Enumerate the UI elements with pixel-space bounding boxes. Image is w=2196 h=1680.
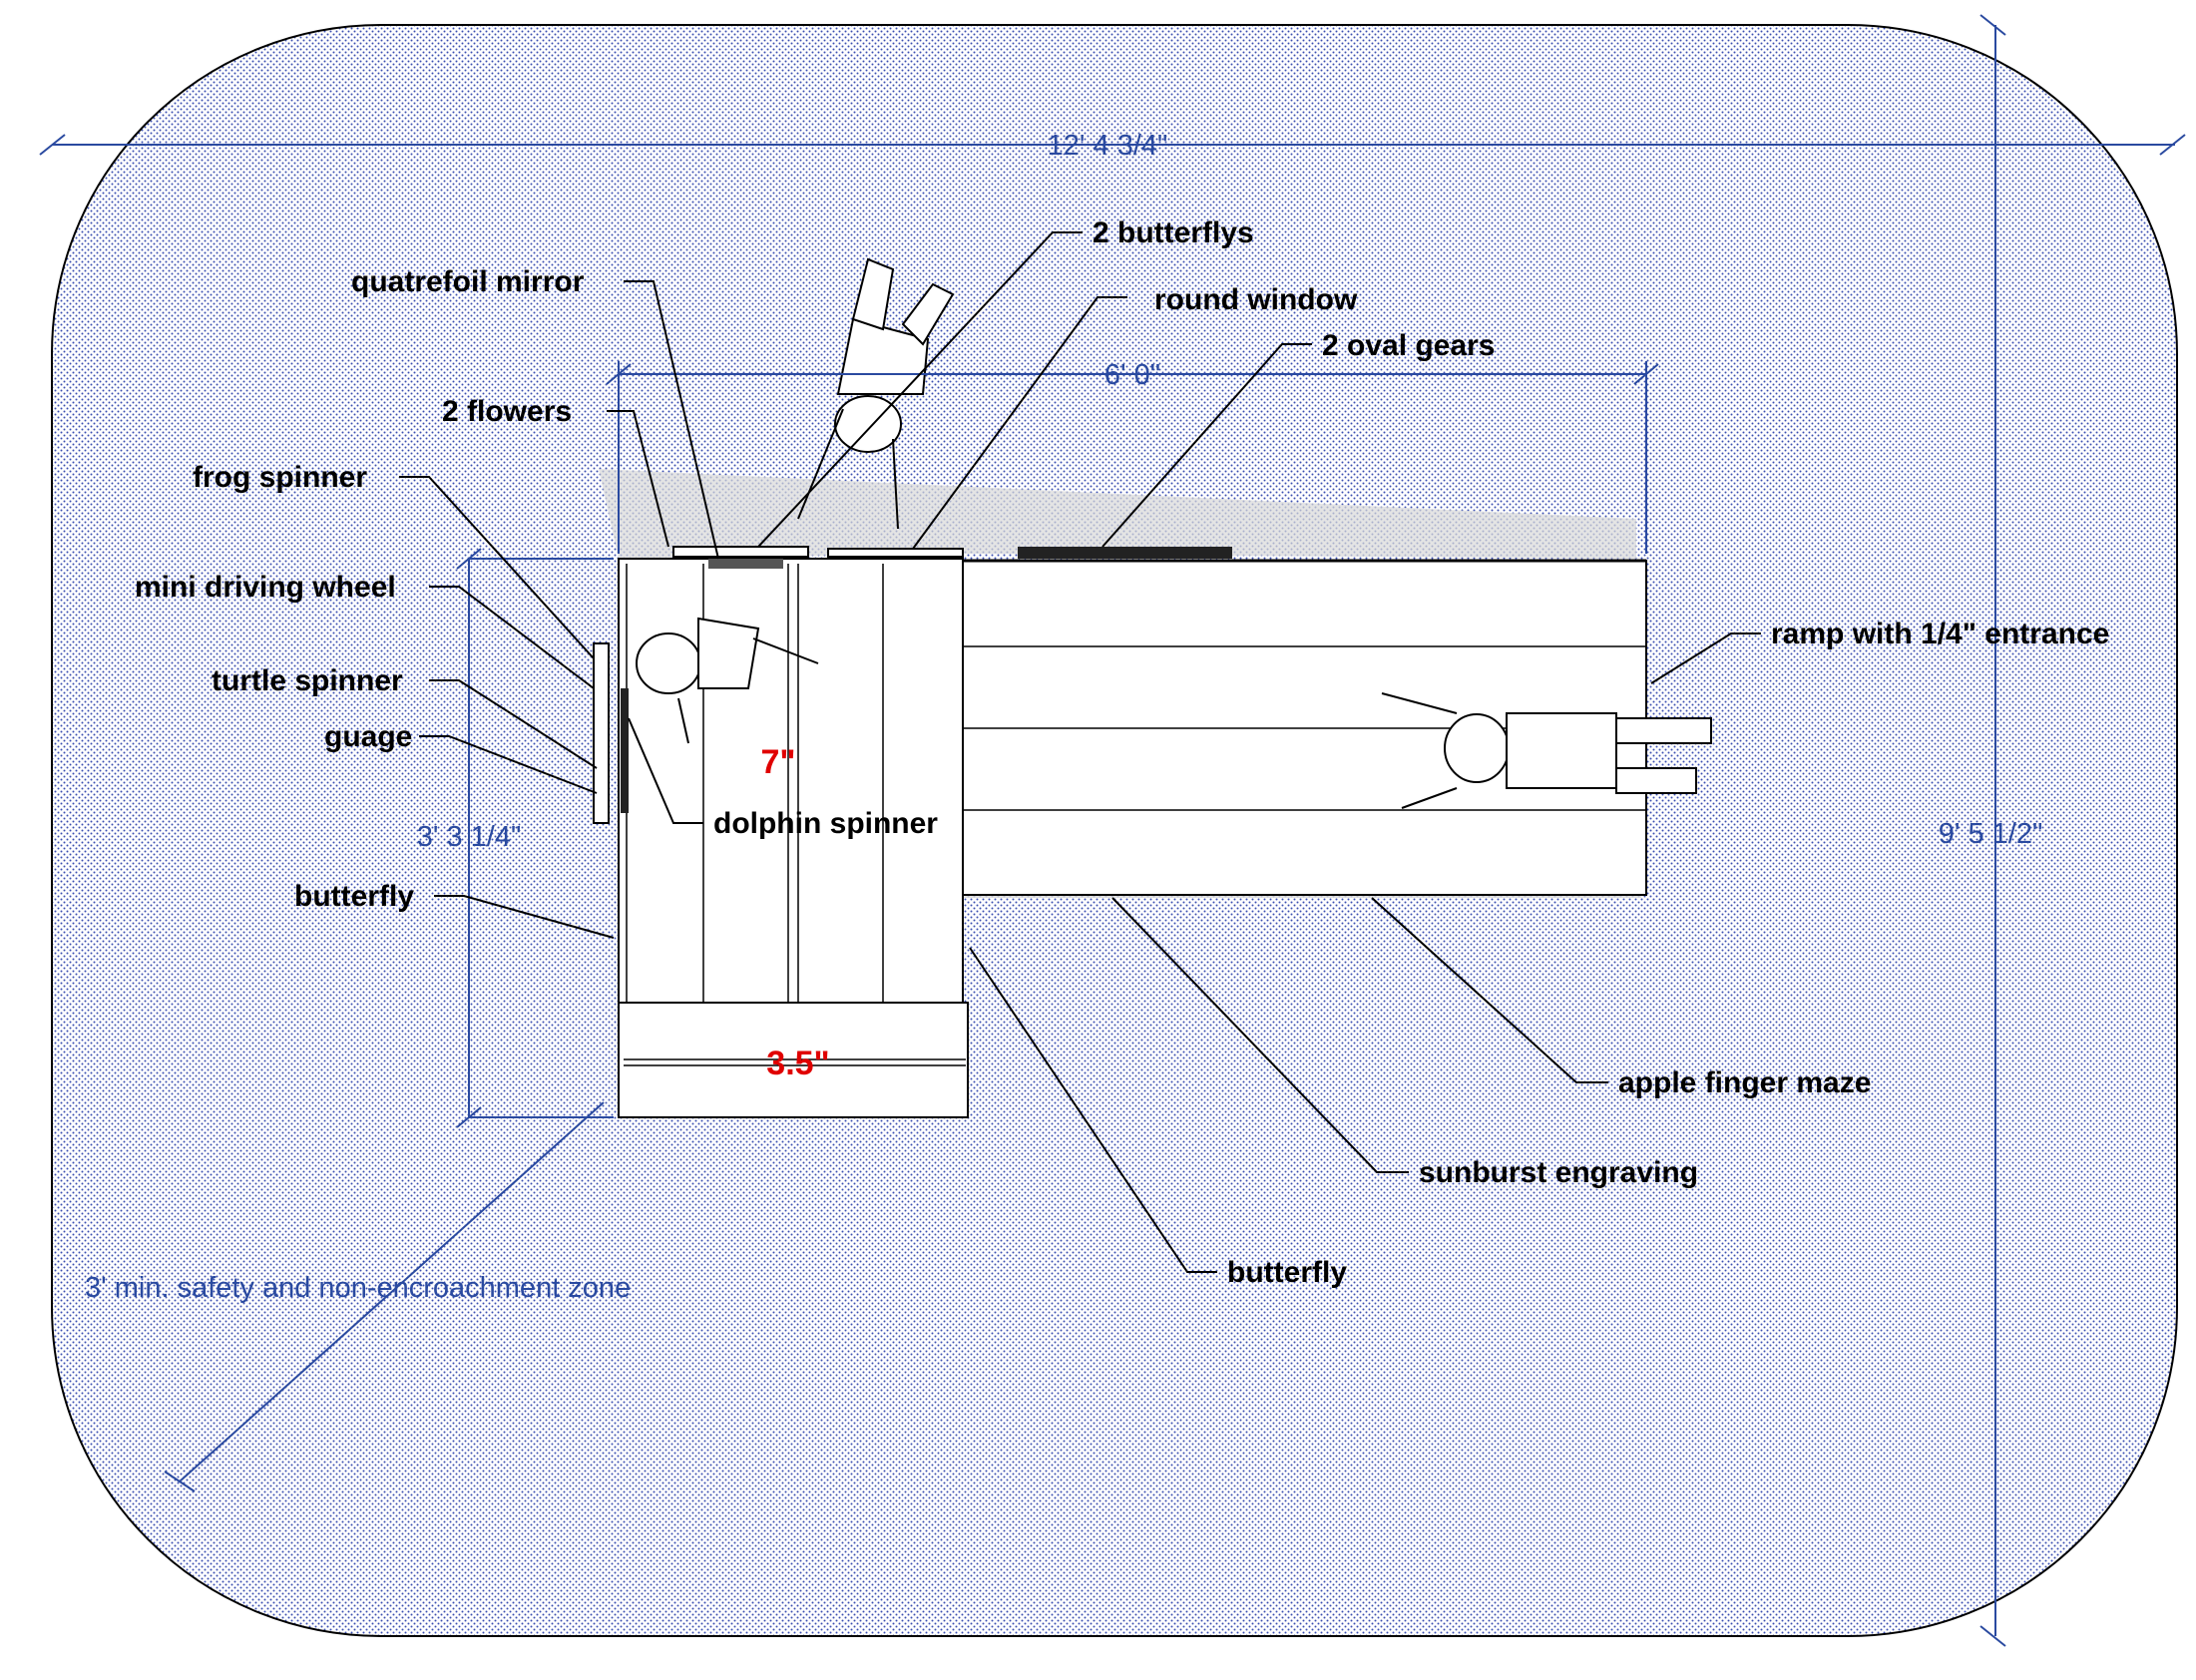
leader-turtle-spinner bbox=[429, 679, 598, 769]
label-mini-driving-wheel: mini driving wheel bbox=[135, 571, 396, 604]
label-2-oval-gears: 2 oval gears bbox=[1322, 329, 1495, 362]
label-frog-spinner: frog spinner bbox=[193, 461, 367, 494]
deck-shadow bbox=[599, 469, 1636, 559]
dim-deck-depth: 3' 3 1/4" bbox=[417, 821, 522, 853]
left-panel bbox=[593, 642, 610, 824]
leader-guage bbox=[419, 735, 598, 794]
height-upper-deck: 7" bbox=[760, 743, 795, 781]
dim-overall-width: 12' 4 3/4" bbox=[1048, 130, 1168, 162]
dimension-safety-zone: 3' min. safety and non-encroachment zone bbox=[85, 1101, 631, 1492]
child-figure-deck bbox=[636, 617, 819, 744]
leader-quatrefoil-mirror bbox=[624, 280, 719, 560]
label-2-flowers: 2 flowers bbox=[442, 395, 572, 428]
label-guage: guage bbox=[324, 720, 412, 753]
dim-deck-width: 6' 0" bbox=[1104, 359, 1160, 391]
label-sunburst-engraving: sunburst engraving bbox=[1419, 1156, 1698, 1189]
label-ramp: ramp with 1/4" entrance bbox=[1771, 618, 2109, 650]
dimension-deck-width: 6' 0" bbox=[606, 359, 1659, 554]
leader-butterflys bbox=[757, 231, 1083, 548]
leader-flowers bbox=[607, 410, 669, 548]
child-figure-ramp bbox=[1381, 692, 1712, 809]
leader-butterfly-left bbox=[434, 895, 615, 939]
dimension-overall-width: 12' 4 3/4" bbox=[39, 130, 2186, 162]
leader-mini-driving-wheel bbox=[429, 586, 595, 689]
label-round-window: round window bbox=[1154, 283, 1358, 316]
dim-overall-depth: 9' 5 1/2" bbox=[1939, 818, 2043, 850]
leader-frog-spinner bbox=[399, 476, 595, 659]
quatrefoil-mirror-panel bbox=[708, 559, 783, 569]
leader-round-window bbox=[912, 296, 1127, 550]
label-butterfly-left: butterfly bbox=[294, 880, 414, 913]
leader-oval-gears bbox=[1101, 343, 1312, 548]
leader-ramp bbox=[1650, 632, 1761, 684]
leader-apple-maze bbox=[1371, 897, 1608, 1083]
round-window-panel bbox=[827, 548, 964, 558]
flowers-panel bbox=[672, 546, 809, 558]
leader-sunburst bbox=[1111, 897, 1409, 1173]
label-apple-finger-maze: apple finger maze bbox=[1618, 1066, 1871, 1099]
dimension-deck-depth: 3' 3 1/4" bbox=[417, 548, 614, 1128]
label-quatrefoil-mirror: quatrefoil mirror bbox=[351, 265, 585, 298]
dim-safety-zone: 3' min. safety and non-encroachment zone bbox=[85, 1272, 631, 1304]
dolphin-spinner bbox=[621, 688, 629, 813]
leader-butterfly-bottom bbox=[969, 947, 1217, 1273]
label-dolphin-spinner: dolphin spinner bbox=[713, 807, 938, 840]
child-figure-top bbox=[797, 257, 955, 530]
dimension-overall-depth: 9' 5 1/2" bbox=[1939, 14, 2043, 1647]
label-butterfly-bottom: butterfly bbox=[1227, 1256, 1347, 1289]
oval-gears-panel bbox=[1018, 547, 1232, 559]
height-step: 3.5" bbox=[766, 1045, 829, 1082]
label-2-butterflys: 2 butterflys bbox=[1093, 216, 1254, 249]
leader-dolphin-spinner bbox=[628, 717, 703, 824]
label-turtle-spinner: turtle spinner bbox=[212, 664, 403, 697]
upper-deck bbox=[618, 558, 964, 1004]
